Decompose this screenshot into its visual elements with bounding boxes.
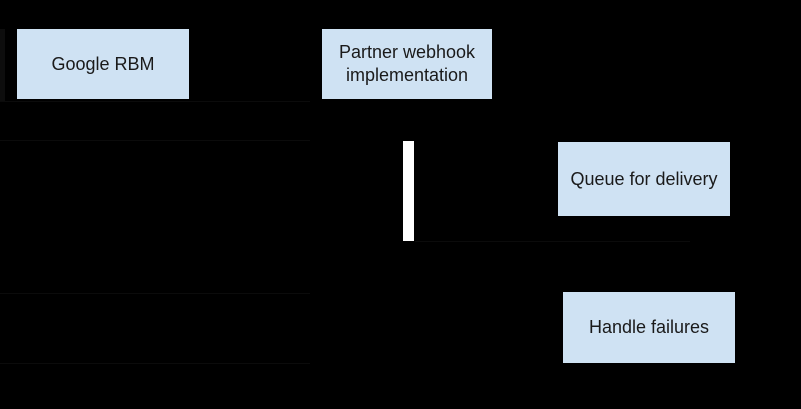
faint-left-strip (0, 29, 5, 101)
faint-connector-line (415, 241, 690, 242)
activation-bar (403, 141, 414, 241)
node-queue-for-delivery-label: Queue for delivery (570, 168, 718, 189)
node-handle-failures-label: Handle failures (588, 317, 710, 337)
node-google-rbm-label: Google RBM (51, 53, 155, 74)
faint-grid-line (0, 101, 310, 102)
node-google-rbm: Google RBM (17, 29, 189, 99)
faint-grid-line (0, 293, 310, 294)
node-partner-webhook-implementation: Partner webhook implementation (322, 29, 492, 99)
faint-grid-line (0, 140, 310, 141)
node-partner-webhook-label: Partner webhook implementation (338, 42, 476, 85)
node-queue-for-delivery: Queue for delivery (558, 142, 730, 216)
node-handle-failures: Handle failures (563, 292, 735, 363)
faint-grid-line (0, 363, 310, 364)
